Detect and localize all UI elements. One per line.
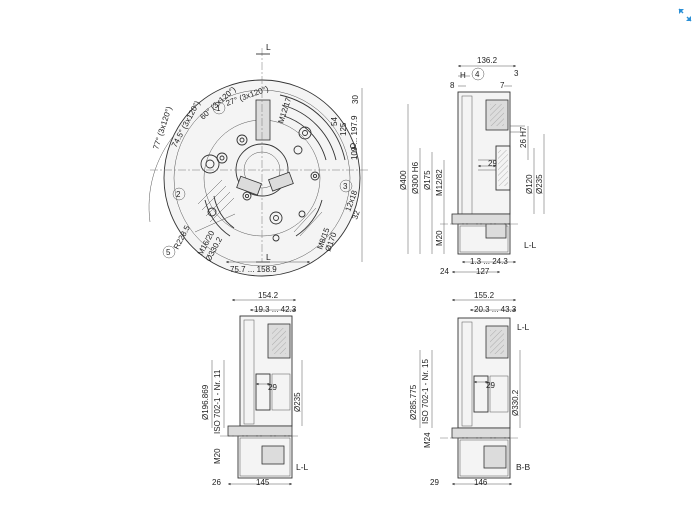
section-label-top-br: L-L xyxy=(517,322,530,332)
side-view-bottom-left: 154.2 19.3 ... 42.3 29 Ø196.869 ISO 702-… xyxy=(201,291,309,487)
section-label-bl: L-L xyxy=(296,462,309,472)
dim-m12-82: M12/82 xyxy=(435,169,444,196)
callouts: 1 2 3 5 xyxy=(162,101,353,259)
thread-m20: M20 xyxy=(435,230,444,246)
dim-125: 125 xyxy=(339,122,348,136)
callout-4: 4 xyxy=(475,70,480,79)
dim-120: Ø120 xyxy=(525,174,534,194)
callout-2: 2 xyxy=(176,190,181,199)
dim-235-bl: Ø235 xyxy=(293,392,302,412)
dim-146: 146 xyxy=(474,478,488,487)
dim-19-42: 19.3 ... 42.3 xyxy=(254,305,297,314)
dim-24: 24 xyxy=(440,267,449,276)
dim-30: 30 xyxy=(351,95,360,104)
iso-702-15: ISO 702-1 - Nr. 15 xyxy=(421,359,430,424)
dim-8: 8 xyxy=(450,81,455,90)
slot-arcs xyxy=(204,94,346,237)
dim-54: 54 xyxy=(330,117,339,126)
dim-h: H xyxy=(460,71,466,80)
dim-32: 32 xyxy=(350,209,361,221)
expand-arrows-icon[interactable] xyxy=(676,6,694,24)
section-marker-bottom: L xyxy=(266,252,271,262)
section-label: L-L xyxy=(524,240,537,250)
dim-26: 26 xyxy=(212,478,221,487)
dim-20-43: 20.3 ... 43.3 xyxy=(474,305,517,314)
front-view: L L 77° (3x120°) 74.5° (3x120°) 60° (3x1… xyxy=(148,42,370,277)
dim-136: 136.2 xyxy=(477,56,498,65)
dim-109-197: 109 ... 197.9 xyxy=(350,115,359,160)
dim-3: 3 xyxy=(514,69,519,78)
dim-1-3: 1.3 ... 24.3 xyxy=(470,257,508,266)
dim-235: Ø235 xyxy=(535,174,544,194)
iso-702-11: ISO 702-1 - Nr. 11 xyxy=(213,369,222,434)
callout-1: 1 xyxy=(216,104,221,113)
screw-holes xyxy=(200,126,356,242)
section-label-br: B-B xyxy=(516,462,531,472)
dim-196: Ø196.869 xyxy=(201,384,210,420)
dim-29: 29 xyxy=(488,159,497,168)
section-marker-top: L xyxy=(266,42,271,52)
thread-m24: M24 xyxy=(423,432,432,448)
dim-145: 145 xyxy=(256,478,270,487)
dim-330-br: Ø330.2 xyxy=(511,389,520,416)
dim-29-br: 29 xyxy=(486,381,495,390)
dim-26h7: 26 H7 xyxy=(519,126,528,148)
dim-300-h6: Ø300 H6 xyxy=(411,161,420,194)
dim-285: Ø285.775 xyxy=(409,384,418,420)
dim-154: 154.2 xyxy=(258,291,279,300)
thread-m20-bl: M20 xyxy=(213,448,222,464)
dim-127: 127 xyxy=(476,267,490,276)
callout-5: 5 xyxy=(166,248,171,257)
dim-155: 155.2 xyxy=(474,291,495,300)
side-view-top: 136.2 H 4 3 8 7 Ø400 Ø300 H6 Ø175 M12/82… xyxy=(399,56,545,276)
dim-29-bl: 29 xyxy=(268,383,277,392)
dim-75-158: 75.7 ... 158.9 xyxy=(230,265,277,274)
callout-3: 3 xyxy=(343,182,348,191)
dim-29-bottom: 29 xyxy=(430,478,439,487)
dim-175: Ø175 xyxy=(423,170,432,190)
dim-7: 7 xyxy=(500,81,505,90)
side-view-bottom-right: 155.2 20.3 ... 43.3 L-L 29 Ø285.775 ISO … xyxy=(409,291,531,487)
dim-400: Ø400 xyxy=(399,170,408,190)
